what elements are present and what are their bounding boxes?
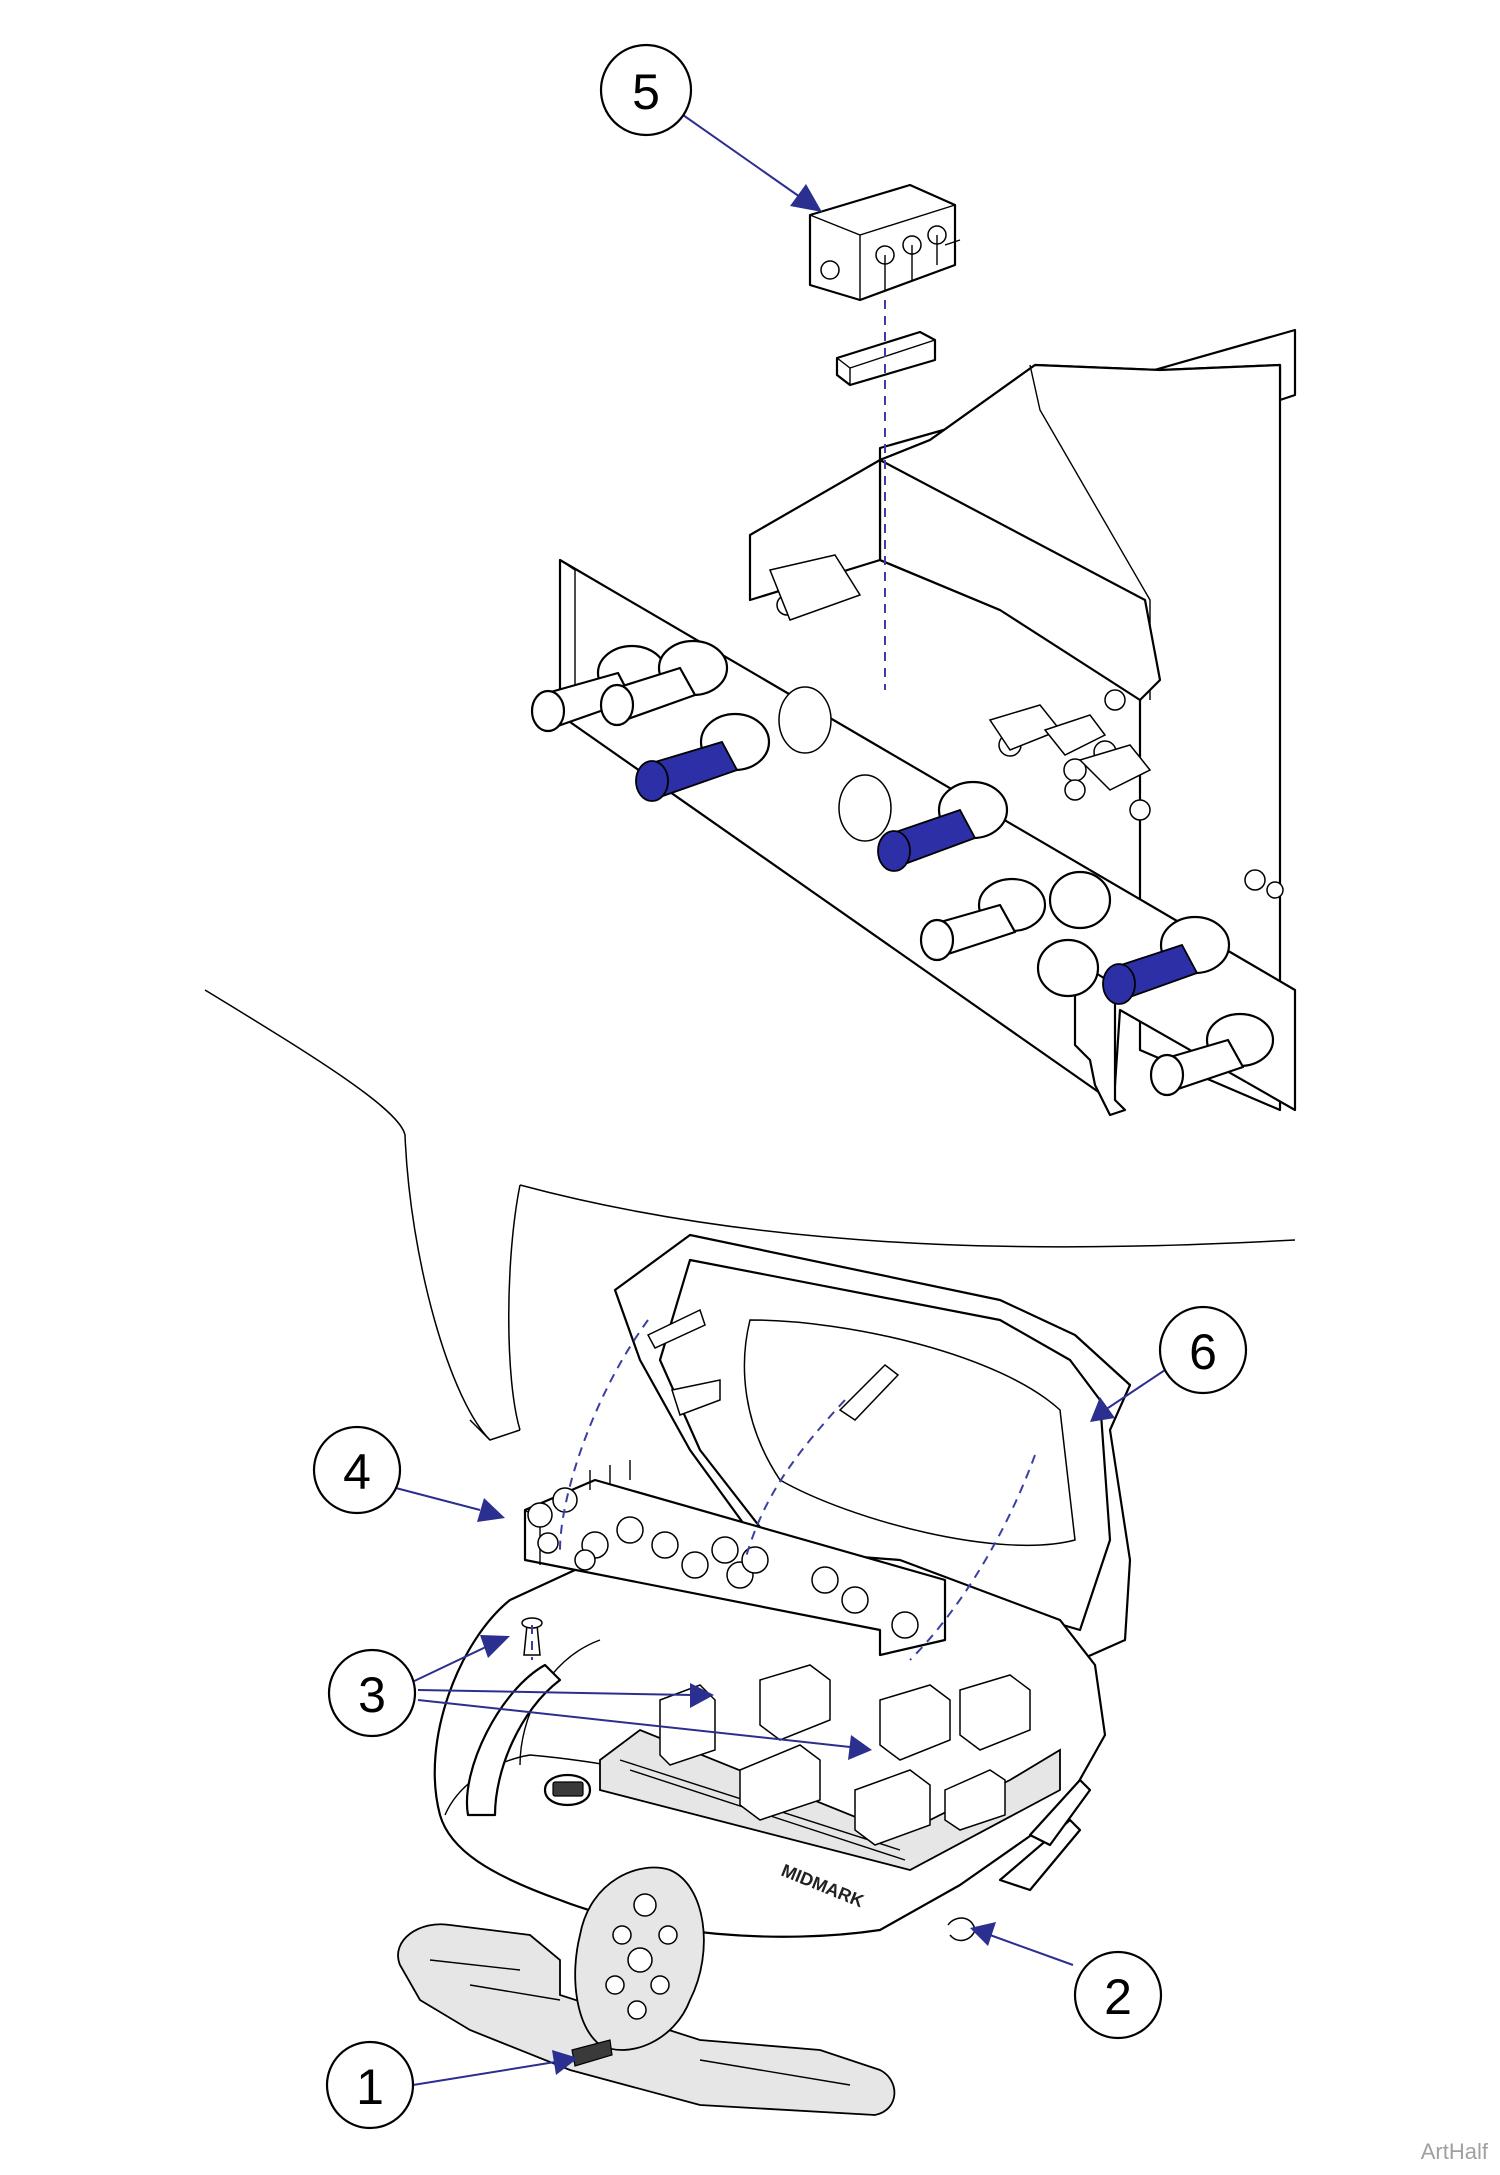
valve-manifold-assembly bbox=[530, 328, 1297, 1117]
watermark-text: ArtHalf bbox=[1420, 2139, 1488, 2164]
callout-leaders bbox=[391, 114, 1166, 2086]
callout-1: 1 bbox=[325, 2040, 415, 2130]
callout-label-3: 3 bbox=[358, 1667, 386, 1723]
highlighted-valve-buttons bbox=[635, 712, 1231, 1005]
callout-2: 2 bbox=[1073, 1950, 1163, 2040]
part-5-switch-block bbox=[808, 183, 961, 387]
callout-4: 4 bbox=[312, 1425, 402, 1515]
guide-lines-lower bbox=[531, 1319, 1036, 1661]
callout-6: 6 bbox=[1158, 1305, 1248, 1395]
valve-buttons bbox=[530, 639, 1275, 1097]
callout-label-5: 5 bbox=[632, 64, 660, 120]
callout-label-2: 2 bbox=[1104, 1969, 1132, 2025]
part-4-valve-plate bbox=[523, 1460, 947, 1657]
top-fittings bbox=[768, 554, 1284, 899]
part-1-handpiece-tray bbox=[397, 1866, 896, 2116]
callout-label-4: 4 bbox=[343, 1444, 371, 1500]
callout-5: 5 bbox=[599, 43, 693, 137]
detail-callout-curve bbox=[204, 989, 1296, 1441]
callout-label-1: 1 bbox=[356, 2059, 384, 2115]
callout-label-6: 6 bbox=[1189, 1324, 1217, 1380]
control-head-assembly: MIDMARK bbox=[397, 1233, 1132, 2116]
part-2-clip bbox=[947, 1917, 976, 1942]
callout-3: 3 bbox=[327, 1648, 417, 1738]
